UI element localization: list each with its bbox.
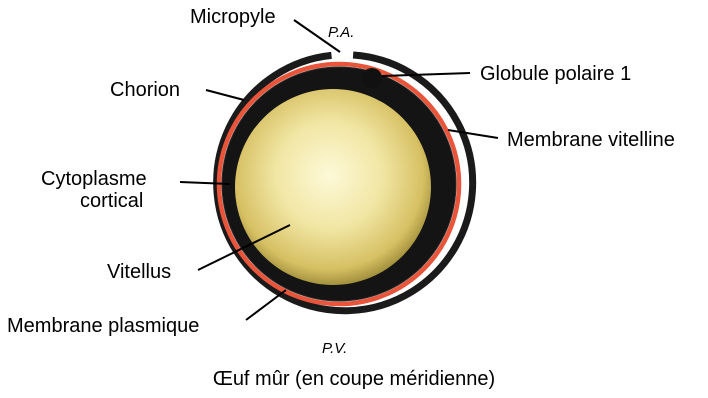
membrane-plasmique-leader [246, 290, 286, 320]
label-pole-vegetatif: P.V. [322, 340, 347, 357]
label-membrane-plasmique: Membrane plasmique [7, 315, 199, 337]
label-membrane-vitelline: Membrane vitelline [507, 129, 675, 151]
label-cytoplasme-line1: Cytoplasme [41, 168, 147, 190]
vitellus [235, 89, 431, 285]
label-pole-animal: P.A. [328, 24, 354, 41]
label-chorion: Chorion [110, 79, 180, 101]
membrane-vitelline-leader [448, 130, 498, 138]
label-micropyle: Micropyle [190, 6, 276, 28]
label-cytoplasme-line2: cortical [80, 190, 143, 212]
globule-leader [382, 73, 470, 76]
label-vitellus: Vitellus [107, 261, 171, 283]
chorion-leader [206, 90, 244, 100]
label-globule-polaire: Globule polaire 1 [480, 63, 631, 85]
figure-caption: Œuf mûr (en coupe méridienne) [0, 368, 708, 391]
globule-polaire [362, 68, 382, 88]
